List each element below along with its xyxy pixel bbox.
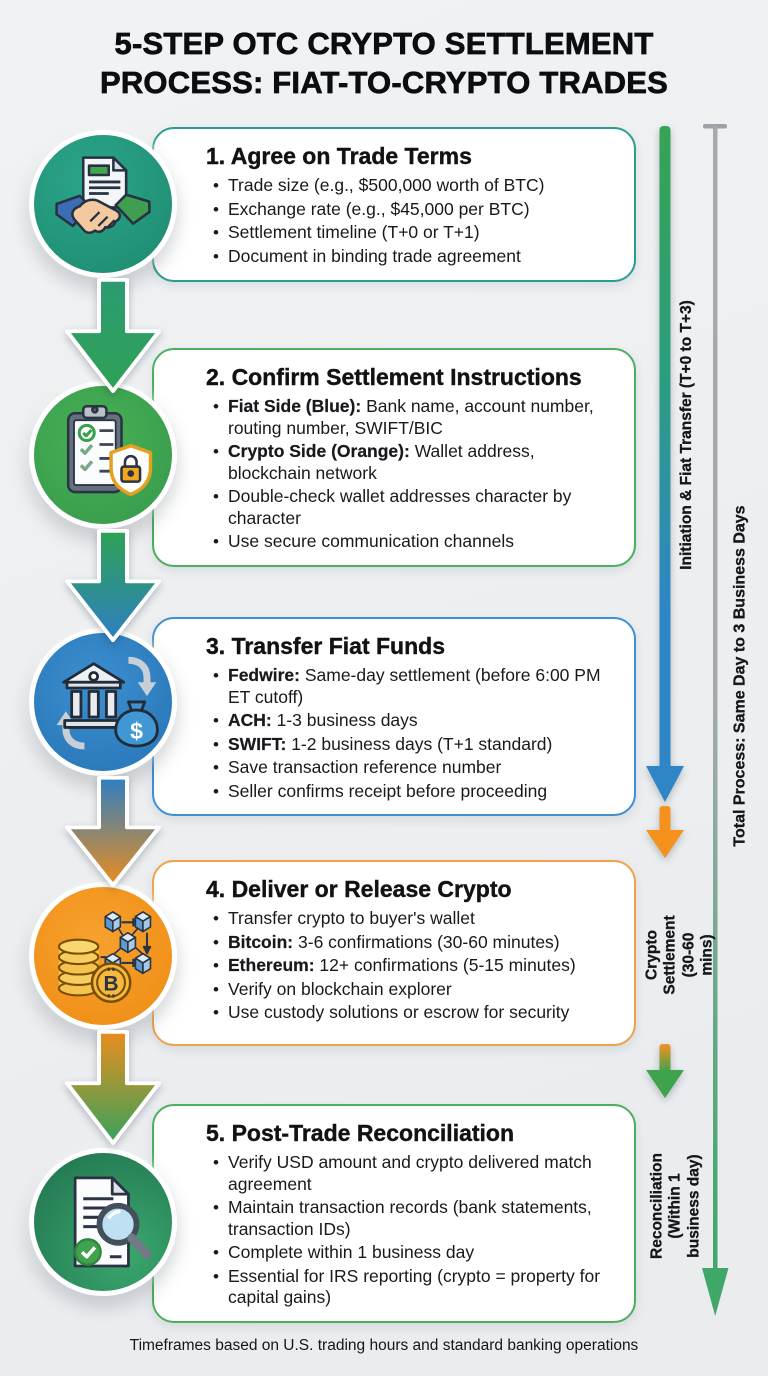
page-title-line2: PROCESS: FIAT-TO-CRYPTO TRADES [99,65,669,101]
bullet-item: Use custody solutions or escrow for secu… [213,1002,618,1024]
footnote: Timeframes based on U.S. trading hours a… [129,1337,639,1354]
bullet-item: Verify USD amount and crypto delivered m… [213,1152,618,1195]
bullet-text: Document in binding trade agreement [228,245,521,266]
bullet-text: Exchange rate (e.g., $45,000 per BTC) [228,198,530,219]
svg-text:B: B [104,973,119,996]
bullet-item: Fedwire: Same-day settlement (before 6:0… [213,665,618,708]
bullet-item: Fiat Side (Blue): Bank name, account num… [213,396,618,439]
bullet-item: Transfer crypto to buyer's wallet [213,908,618,930]
step-icon-circle [29,130,177,278]
timeline-label-total-process: Total Process: Same Day to 3 Business Da… [731,505,749,847]
bullet-text: Double-check wallet addresses character … [228,486,572,528]
bullet-text: Verify USD amount and crypto delivered m… [228,1152,592,1194]
step-bullets: Fedwire: Same-day settlement (before 6:0… [206,665,618,802]
step-connector-arrow-2 [63,529,163,643]
bullet-text: Essential for IRS reporting (crypto = pr… [228,1265,601,1308]
timeline-arrow-initiation [645,126,685,804]
bullet-text: Verify on blockchain explorer [228,978,452,999]
bullet-item: SWIFT: 1-2 business days (T+1 standard) [213,733,618,756]
step-icon-circle: B [29,882,177,1030]
bullet-item: Settlement timeline (T+0 or T+1) [213,222,618,244]
bullet-item: Use secure communication channels [213,531,618,553]
bullet-item: Document in binding trade agreement [213,245,618,268]
timeline-label-reconciliation: Reconciliation (Within 1 business day) [648,1153,703,1259]
step-icon-circle [29,1148,177,1296]
step-card: 4. Deliver or Release Crypto Transfer cr… [152,860,636,1046]
step-connector-arrow-1 [63,278,163,394]
page-title: 5-STEP OTC CRYPTO SETTLEMENT PROCESS: FI… [0,24,768,102]
step-icon-circle [29,381,177,529]
step-bullets: Fiat Side (Blue): Bank name, account num… [206,396,618,553]
bullet-item: ACH: 1-3 business days [213,710,618,732]
bullet-item: Trade size (e.g., $500,000 worth of BTC) [213,175,618,197]
bullet-item: Maintain transaction records (bank state… [213,1197,618,1240]
bullet-text: Transfer crypto to buyer's wallet [228,908,475,928]
bullet-bold-label: Crypto Side (Orange): [228,441,410,461]
bullet-text: Wallet address, blockchain network [228,441,535,483]
step-card: 3. Transfer Fiat Funds Fedwire: Same-day… [152,617,636,816]
step-bullets: Trade size (e.g., $500,000 worth of BTC)… [206,175,618,267]
bullet-text: Use custody solutions or escrow for secu… [228,1002,570,1022]
bullet-text: Seller confirms receipt before proceedin… [228,780,548,801]
step-bullets: Verify USD amount and crypto delivered m… [206,1152,618,1309]
bullet-text: Same-day settlement (before 6:00 PM ET c… [228,665,601,707]
bullet-text: 3-6 confirmations (30-60 minutes) [293,931,560,952]
step-icon-circle: $ [29,628,177,776]
bullet-item: Save transaction reference number [213,757,618,779]
step-title: 4. Deliver or Release Crypto [206,876,512,902]
bullet-item: Double-check wallet addresses character … [213,486,618,529]
step-card: 2. Confirm Settlement Instructions Fiat … [152,348,636,567]
bullet-bold-label: Fedwire: [228,665,300,685]
step-bullets: Transfer crypto to buyer's walletBitcoin… [206,908,618,1024]
step-title: 1. Agree on Trade Terms [206,143,472,169]
bullet-bold-label: Bitcoin: [228,931,294,952]
bullet-bold-label: Fiat Side (Blue): [228,396,362,416]
bullet-item: Crypto Side (Orange): Wallet address, bl… [213,441,618,484]
bullet-text: 12+ confirmations (5-15 minutes) [314,955,576,975]
step-connector-arrow-4 [63,1030,163,1146]
bullet-item: Bitcoin: 3-6 confirmations (30-60 minute… [213,931,618,954]
bullet-item: Seller confirms receipt before proceedin… [213,780,618,803]
bullet-text: 1-2 business days (T+1 standard) [286,733,553,754]
bullet-item: Verify on blockchain explorer [213,978,618,1001]
timeline-label-crypto-settlement: Crypto Settlement (30-60 mins) [643,915,716,995]
bullet-text: Bank name, account number, routing numbe… [228,396,594,438]
timeline-arrow-crypto-settlement [645,806,685,860]
step-title: 3. Transfer Fiat Funds [206,633,445,659]
bullet-item: Exchange rate (e.g., $45,000 per BTC) [213,198,618,221]
bullet-bold-label: SWIFT: [228,733,287,754]
bullet-text: Settlement timeline (T+0 or T+1) [228,222,480,242]
timeline-label-initiation: Initiation & Fiat Transfer (T+0 to T+3) [677,300,695,570]
step-card: 1. Agree on Trade Terms Trade size (e.g.… [152,127,636,282]
total-process-timeline-arrow [698,124,732,1320]
bullet-text: Complete within 1 business day [228,1242,475,1262]
bullet-bold-label: Ethereum: [228,955,315,975]
step-title: 5. Post-Trade Reconciliation [206,1120,515,1146]
bullet-text: Trade size (e.g., $500,000 worth of BTC) [228,175,545,195]
step-card: 5. Post-Trade Reconciliation Verify USD … [152,1104,636,1323]
bullet-item: Essential for IRS reporting (crypto = pr… [213,1265,618,1309]
step-title: 2. Confirm Settlement Instructions [206,364,582,390]
bullet-text: 1-3 business days [271,710,418,730]
bullet-bold-label: ACH: [228,710,272,730]
timeline-arrow-reconciliation [645,1044,685,1100]
svg-text:$: $ [130,718,143,744]
page-title-line1: 5-STEP OTC CRYPTO SETTLEMENT [114,26,654,62]
bullet-item: Complete within 1 business day [213,1242,618,1264]
bullet-item: Ethereum: 12+ confirmations (5-15 minute… [213,955,618,977]
step-connector-arrow-3 [63,776,163,888]
bullet-text: Use secure communication channels [228,531,514,551]
bullet-text: Maintain transaction records (bank state… [228,1197,592,1239]
bullet-text: Save transaction reference number [228,757,502,777]
